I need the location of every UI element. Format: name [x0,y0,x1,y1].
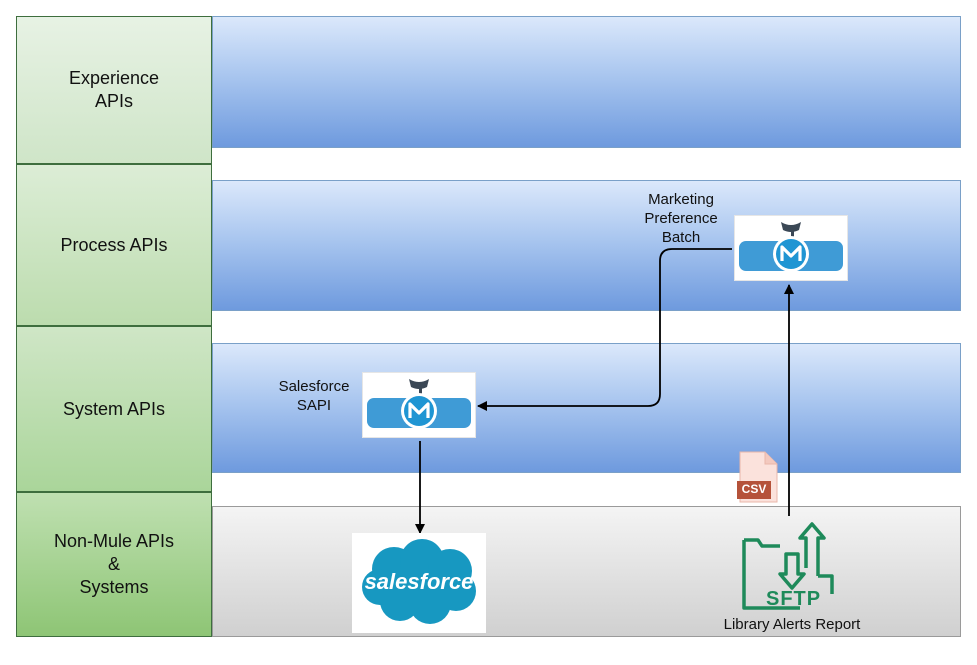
layer-label-process: Process APIs [16,164,212,326]
sftp-folder-icon [742,522,834,610]
sftp-node[interactable]: SFTP [740,516,836,612]
mulesoft-icon [367,379,471,429]
layer-label-text: System APIs [62,398,166,419]
layer-label-non-mule: Non-Mule APIs & Systems [16,492,212,637]
batch-to-sapi-connector [477,248,732,411]
salesforce-cloud-icon [362,539,476,624]
non-mule-band [212,506,961,637]
marketing-batch-label: Marketing Preference Batch [644,191,718,246]
experience-band [212,16,961,148]
csv-file-label: CSV [741,482,767,496]
salesforce-sapi-node[interactable] [362,372,476,438]
layer-label-text: Non-Mule APIs & Systems [53,531,175,597]
layer-label-text: Process APIs [60,234,168,255]
sftp-label: Library Alerts Report [723,616,861,633]
layer-label-text: Experience APIs [68,68,160,111]
csv-file-node[interactable]: CSV [737,451,779,503]
sftp-logo-text: SFTP [766,588,822,610]
csv-file-icon [737,451,778,503]
salesforce-logo-text: salesforce [364,569,474,594]
salesforce-sapi-label: Salesforce SAPI [278,378,350,414]
salesforce-node[interactable]: salesforce [352,533,486,633]
layer-label-experience: Experience APIs [16,16,212,164]
mulesoft-icon [739,222,843,272]
system-band [212,343,961,473]
marketing-batch-node[interactable] [734,215,848,281]
layer-label-system: System APIs [16,326,212,492]
